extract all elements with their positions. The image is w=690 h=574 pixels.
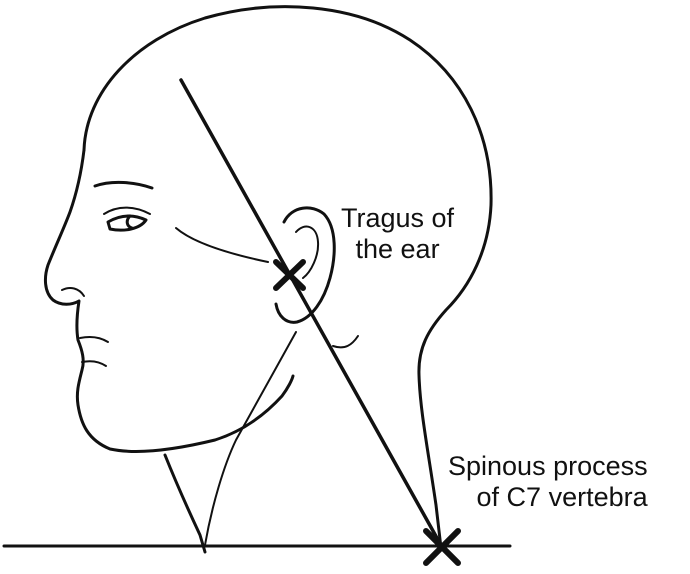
- tragus-label: Tragus of the ear: [341, 203, 454, 265]
- tragus-x-mark-icon: [276, 262, 303, 288]
- hairline: [95, 182, 152, 188]
- face-profile: [45, 150, 293, 552]
- lips: [80, 337, 108, 366]
- ear-inner: [296, 227, 318, 278]
- c7-label-line-1: Spinous process: [448, 451, 648, 482]
- c7-label-line-2: of C7 vertebra: [448, 482, 648, 513]
- c7-label: Spinous process of C7 vertebra: [448, 451, 648, 513]
- cheek-line: [176, 228, 268, 262]
- tragus-to-c7-line: [181, 80, 442, 547]
- eyelid: [104, 208, 150, 214]
- tragus-label-line-2: the ear: [341, 234, 454, 265]
- tragus-label-line-1: Tragus of: [341, 203, 454, 234]
- neck-line-rear: [333, 336, 358, 347]
- eye: [108, 216, 146, 230]
- nostril: [62, 288, 84, 296]
